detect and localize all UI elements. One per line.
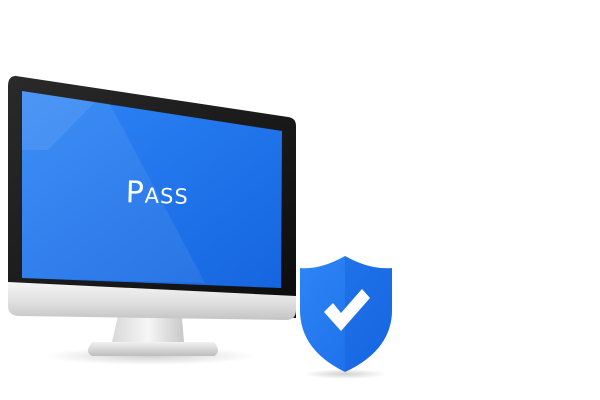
screen-status-text: Pass (125, 175, 189, 212)
screen-glare-top (22, 91, 95, 150)
checkmark-shield-icon (300, 256, 392, 372)
checkmark-icon (324, 289, 370, 331)
shield-shadow (303, 369, 387, 379)
monitor-base (88, 342, 218, 356)
screen-glare (22, 91, 205, 283)
monitor-stand (112, 316, 184, 342)
monitor-screen (22, 91, 282, 288)
monitor-chin (8, 282, 296, 320)
